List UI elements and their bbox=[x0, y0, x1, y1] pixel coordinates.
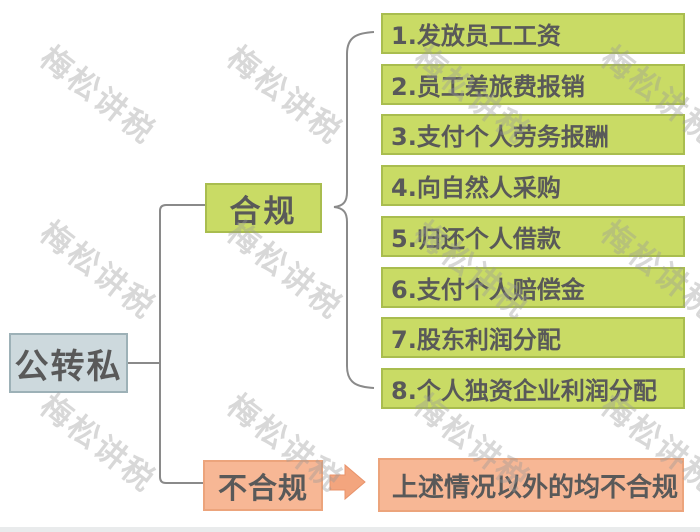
watermark: 梅松讲税 bbox=[220, 39, 350, 152]
list-item: 6.支付个人赔偿金 bbox=[381, 267, 685, 308]
list-item: 1.发放员工工资 bbox=[381, 13, 685, 54]
bottom-edge-strip bbox=[0, 527, 700, 532]
list-item: 3.支付个人劳务报酬 bbox=[381, 114, 685, 155]
watermark: 梅松讲税 bbox=[33, 387, 163, 500]
list-item: 7.股东利润分配 bbox=[381, 317, 685, 358]
arrow-right-icon bbox=[329, 463, 366, 501]
connector-lines bbox=[159, 204, 205, 484]
root-node: 公转私 bbox=[9, 333, 128, 393]
brace bbox=[333, 31, 375, 389]
compliant-branch-node: 合规 bbox=[205, 183, 322, 233]
list-item: 5.归还个人借款 bbox=[381, 216, 685, 257]
noncompliant-result-box: 上述情况以外的均不合规 bbox=[378, 458, 684, 512]
noncompliant-branch-node: 不合规 bbox=[203, 460, 323, 511]
list-item: 8.个人独资企业利润分配 bbox=[381, 368, 685, 409]
watermark: 梅松讲税 bbox=[33, 39, 163, 152]
watermark: 梅松讲税 bbox=[33, 214, 163, 327]
list-item: 2.员工差旅费报销 bbox=[381, 64, 685, 105]
list-item: 4.向自然人采购 bbox=[381, 165, 685, 206]
